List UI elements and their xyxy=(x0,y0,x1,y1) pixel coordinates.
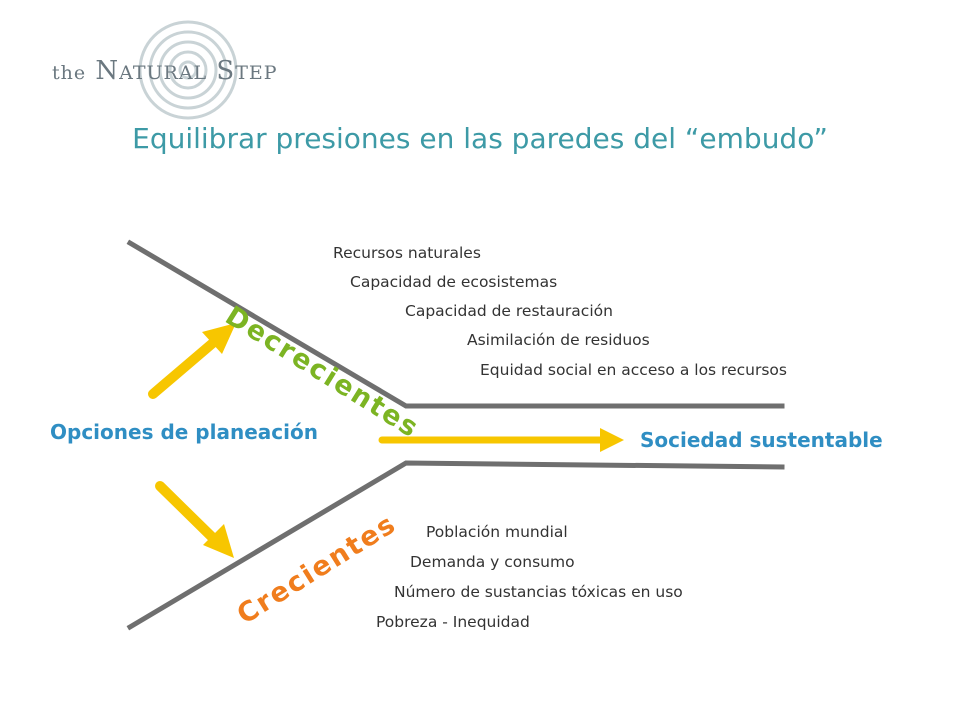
funnel-top-wall xyxy=(126,239,785,409)
arrow-down-right-icon xyxy=(155,481,234,558)
decreasing-item: Asimilación de residuos xyxy=(467,331,650,349)
natural-step-logo: the NATURAL STEP xyxy=(38,14,278,124)
logo-wordmark: the NATURAL STEP xyxy=(52,56,278,86)
funnel-bottom-wall xyxy=(126,460,785,631)
logo-word-the: the xyxy=(52,62,87,84)
increasing-item: Número de sustancias tóxicas en uso xyxy=(394,583,683,601)
sustainable-society-label: Sociedad sustentable xyxy=(640,428,883,452)
increasing-item: Población mundial xyxy=(426,523,568,541)
logo-circles-icon xyxy=(138,20,238,120)
increasing-item: Pobreza - Inequidad xyxy=(376,613,530,631)
logo-atural: ATURAL xyxy=(119,62,208,84)
increasing-item: Demanda y consumo xyxy=(410,553,575,571)
logo-tep: TEP xyxy=(235,62,278,84)
planning-options-label: Opciones de planeación xyxy=(50,420,318,444)
decreasing-item: Capacidad de ecosistemas xyxy=(350,273,558,291)
arrow-right-icon xyxy=(378,428,624,452)
arrow-up-right-icon xyxy=(148,323,236,399)
decreasing-item: Capacidad de restauración xyxy=(405,302,613,320)
logo-s: S xyxy=(216,56,236,86)
logo-n: N xyxy=(95,56,120,86)
decreasing-item: Recursos naturales xyxy=(333,244,481,262)
page-title: Equilibrar presiones en las paredes del … xyxy=(132,122,828,155)
decreasing-item: Equidad social en acceso a los recursos xyxy=(480,361,787,379)
